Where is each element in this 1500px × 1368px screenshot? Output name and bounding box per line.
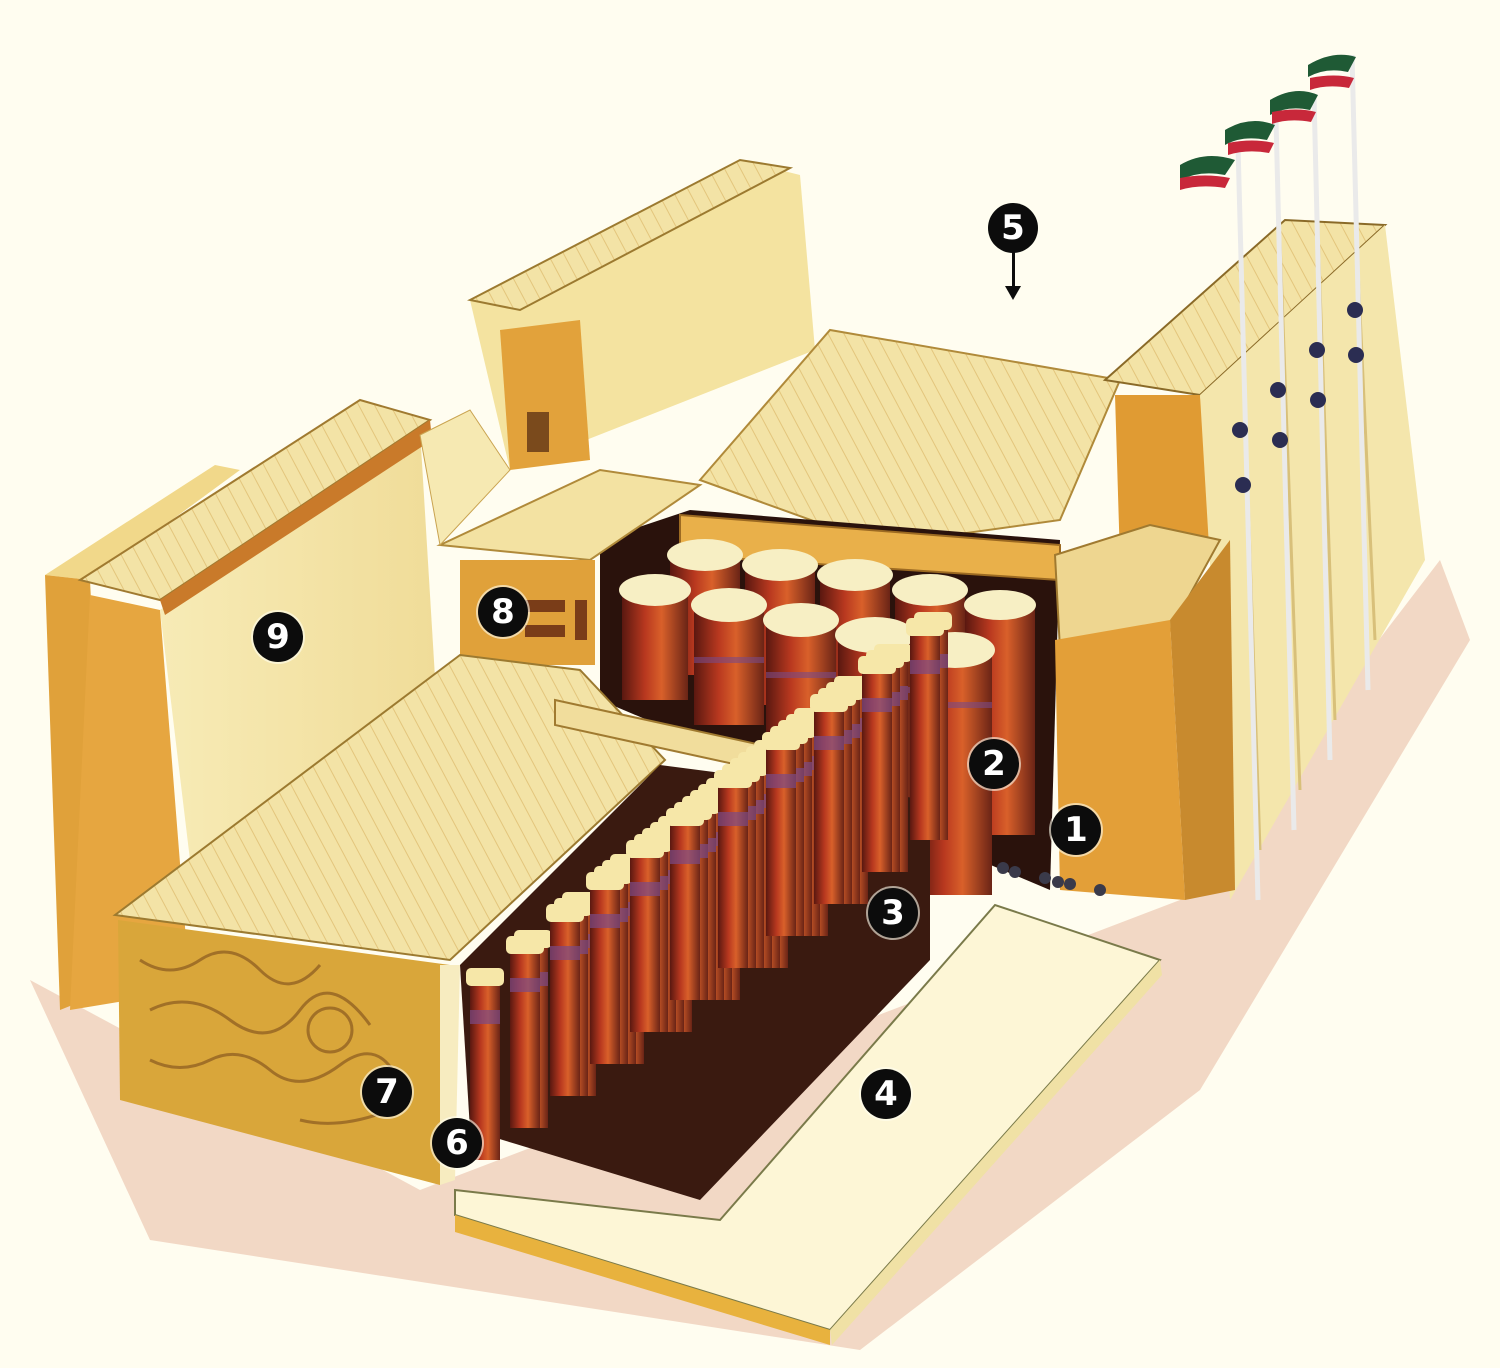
flags [1180, 54, 1356, 190]
callout-5-arrow-stem [1012, 252, 1015, 288]
rear-pylon [467, 158, 815, 470]
callout-5: 5 [988, 203, 1038, 253]
procession-figures [997, 862, 1106, 896]
ground-shadow [30, 560, 1470, 1350]
forecourt-platform [454, 903, 1162, 1345]
callout-3: 3 [868, 888, 918, 938]
callout-4: 4 [861, 1069, 911, 1119]
callout-5-arrow-down-icon [1005, 286, 1021, 300]
callout-6: 6 [432, 1118, 482, 1168]
callout-1: 1 [1051, 805, 1101, 855]
callout-7: 7 [362, 1067, 412, 1117]
callout-2: 2 [969, 739, 1019, 789]
connecting-wall [419, 409, 511, 547]
callout-8: 8 [478, 587, 528, 637]
callout-9: 9 [253, 612, 303, 662]
small-column-grid [466, 612, 952, 1160]
